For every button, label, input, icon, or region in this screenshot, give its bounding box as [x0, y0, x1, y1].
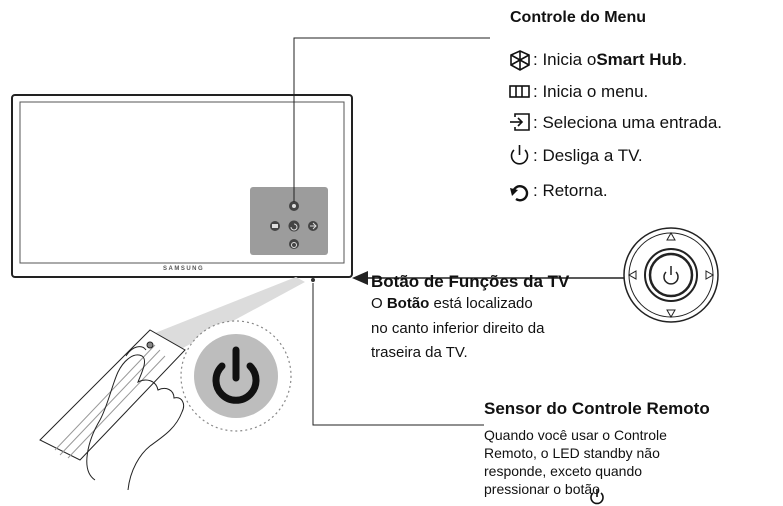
legend-icons: [509, 50, 530, 202]
function-button-line1: O Botão está localizado: [371, 294, 533, 314]
power-icon: [510, 145, 529, 165]
return-icon: [510, 185, 529, 202]
remote-sensor-line4: pressionar o botão: [484, 481, 600, 497]
legend-item-return: : Retorna.: [533, 181, 608, 201]
legend-text: : Inicia o menu.: [533, 82, 649, 101]
legend-bold: Smart Hub: [596, 50, 683, 69]
menu-icon: [509, 85, 530, 98]
source-icon: [510, 113, 530, 131]
control-panel: [250, 187, 328, 255]
tv-frame: [11, 94, 353, 278]
inline-power-icon: [590, 489, 604, 505]
sensor-led: [311, 278, 315, 282]
tv-brand-logo: SAMSUNG: [163, 266, 205, 272]
legend-text: : Inicia o: [533, 50, 597, 69]
function-button-line3: traseira da TV.: [371, 344, 468, 361]
function-button-title: Botão de Funções da TV: [371, 272, 570, 291]
remote-sensor-line3: responde, exceto quando: [484, 463, 643, 479]
menu-control-title: Controle do Menu: [510, 9, 646, 26]
legend-item-source: : Seleciona uma entrada.: [533, 113, 722, 133]
legend-item-power: : Desliga a TV.: [533, 146, 643, 166]
remote-sensor-line1: Quando você usar o Controle: [484, 427, 667, 443]
power-callout: [180, 320, 292, 432]
remote-sensor-line2: Remoto, o LED standby não: [484, 445, 660, 461]
menu-leader-line: [293, 37, 490, 202]
tv-function-button: [623, 227, 719, 323]
function-button-arrow: [352, 271, 625, 285]
function-button-line2: no canto inferior direito da: [371, 320, 545, 337]
legend-text: : Seleciona uma entrada.: [533, 113, 723, 132]
legend-text: : Desliga a TV.: [533, 146, 643, 165]
function-button-line1-post: está localizado: [429, 295, 533, 312]
legend-text: : Retorna.: [533, 181, 608, 200]
legend-item-smart-hub: : Inicia o Smart Hub.: [533, 50, 687, 70]
remote-sensor-title: Sensor do Controle Remoto: [484, 399, 710, 418]
hand-with-remote: [39, 329, 186, 491]
remote-beam: [150, 277, 305, 355]
function-button-line1-bold: Botão: [386, 295, 430, 312]
sensor-leader-line: [312, 283, 484, 426]
legend-item-menu: : Inicia o menu.: [533, 82, 648, 102]
smart-hub-icon: [510, 50, 530, 71]
function-button-line1-pre: O: [371, 295, 387, 312]
legend-tail: .: [682, 50, 688, 69]
